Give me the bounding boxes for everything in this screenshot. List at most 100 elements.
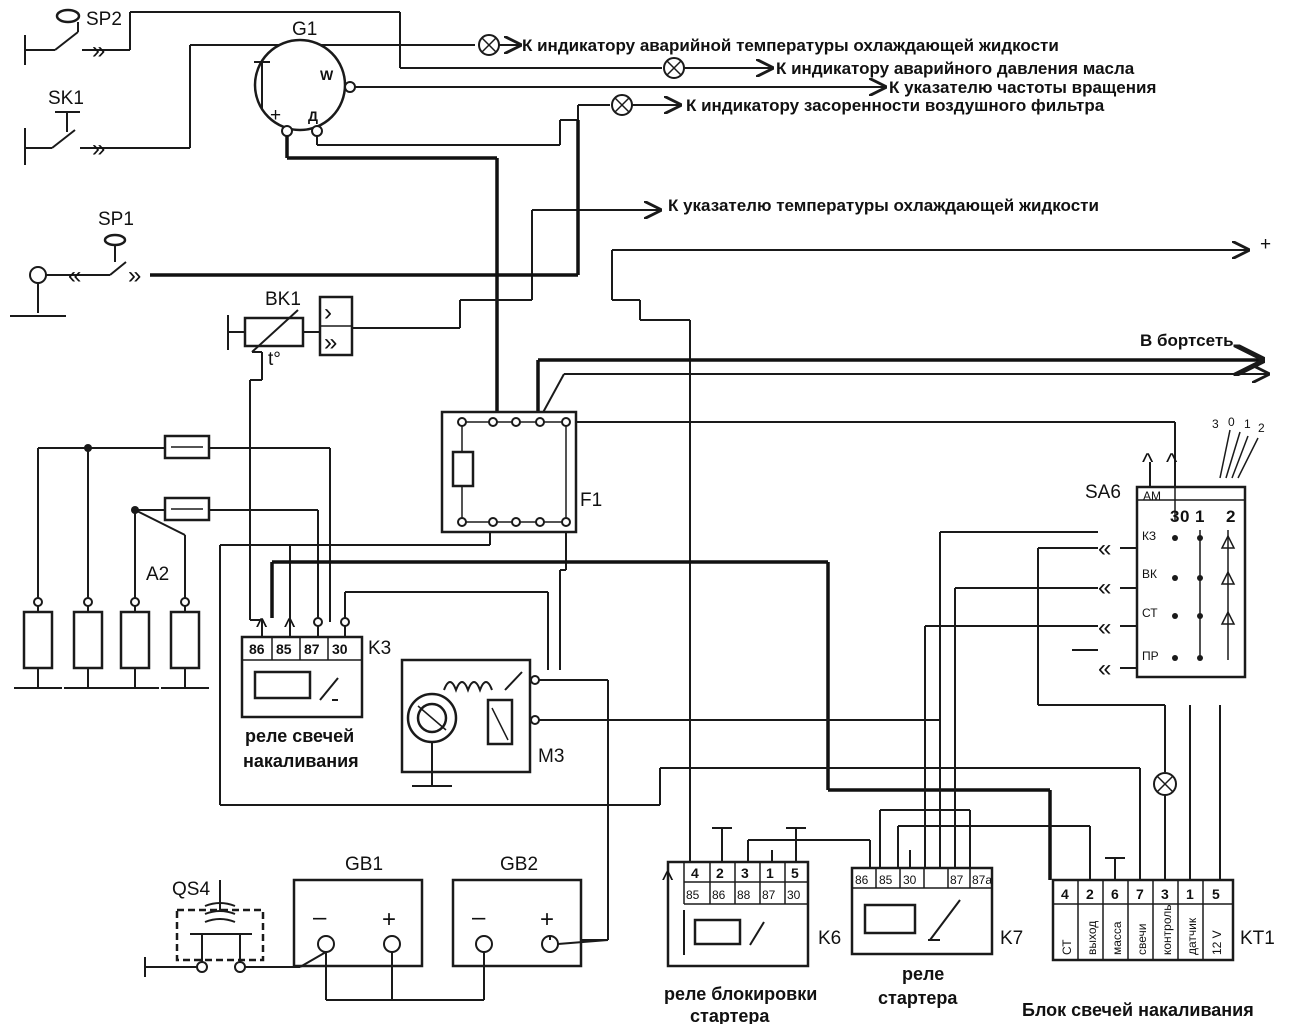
k7-caption-2: стартера: [878, 988, 958, 1008]
k3-caption-2: накаливания: [243, 751, 359, 771]
glow-plugs-a2: A2: [14, 434, 330, 689]
g1-label: G1: [292, 19, 317, 40]
relay-k3: 86 85 87 30 K3 реле свечей накаливания: [240, 635, 391, 771]
k6-caption-1: реле блокировки: [664, 984, 817, 1004]
kt1-caption: Блок свечей накаливания: [1022, 1000, 1254, 1020]
sk1-label: SK1: [48, 88, 84, 109]
sa6-label: SA6: [1085, 482, 1121, 503]
kt1-pin: 6: [1111, 886, 1119, 902]
connector-arrow-icon: »: [92, 135, 105, 162]
k7-pin: 87: [950, 873, 964, 887]
k3-label: K3: [368, 638, 391, 659]
generator-g1: W + Д G1: [253, 19, 356, 137]
f1-label: F1: [580, 490, 602, 511]
sp2-label: SP2: [86, 9, 122, 30]
connector-arrow-icon: «: [1098, 655, 1111, 682]
k6-pin-bottom: 86: [712, 888, 726, 902]
dest-rpm: К указателю частоты вращения: [889, 78, 1156, 97]
relay-k7: 86 85 30 87 87a K7 реле стартера: [850, 866, 1023, 1008]
lamp-oil-pressure: К индикатору аварийного давления масла: [663, 57, 1135, 79]
sensor-bk1: › » t° BK1: [227, 289, 354, 370]
relay-k6: 4 2 3 1 5 85 86 88 87 30 K6 реле блокиро…: [664, 860, 841, 1024]
minus-sign: –: [313, 904, 327, 931]
sa6-key-position: 3: [1212, 417, 1219, 431]
kt1-pin-name: выход: [1085, 921, 1099, 955]
bk1-label: BK1: [265, 289, 301, 310]
k6-pin-bottom: 88: [737, 888, 751, 902]
battery-gb1: – + GB1: [292, 854, 424, 968]
k7-label: K7: [1000, 928, 1023, 949]
sensor-sp2: » SP2: [24, 8, 662, 69]
sa6-position: 0: [1180, 507, 1189, 526]
connector-arrow-icon: ›: [324, 299, 332, 326]
sa6-position: 3: [1170, 507, 1179, 526]
connector-arrow-icon: ^: [1166, 449, 1178, 476]
k7-pin: 87a: [972, 873, 992, 887]
connector-arrow-icon: »: [92, 37, 105, 64]
m3-label: M3: [538, 746, 564, 767]
dest-coolant-alarm: К индикатору аварийной температуры охлаж…: [522, 36, 1059, 55]
kt1-pin: 1: [1186, 886, 1194, 902]
sa6-key-position: 2: [1258, 421, 1265, 435]
kt1-pin-name: 12 V: [1210, 930, 1224, 955]
kt1-pin-name: контроль: [1160, 904, 1174, 955]
kt1-pin: 2: [1086, 886, 1094, 902]
sensor-sp1: « » SP1: [10, 209, 141, 317]
k3-pin: 30: [332, 641, 348, 657]
dest-board-net: В бортсеть: [1140, 331, 1234, 350]
dest-coolant-gauge: К указателю температуры охлаждающей жидк…: [668, 196, 1099, 215]
kt1-pin: 7: [1136, 886, 1144, 902]
g1-d-pin: Д: [308, 108, 318, 124]
k6-pin-bottom: 85: [686, 888, 700, 902]
k6-label: K6: [818, 928, 841, 949]
kt1-pin-name: СТ: [1060, 939, 1074, 955]
k7-pin: 86: [855, 873, 869, 887]
k6-pin-top: 1: [766, 865, 774, 881]
ignition-switch-sa6: АМ 3 0 1 2 КЗ ВК СТ ПР SA6 3 0 1 2: [1085, 415, 1265, 679]
connector-arrow-icon: ^: [1142, 449, 1154, 476]
k7-caption-1: реле: [902, 964, 944, 984]
connector-arrow-icon: »: [324, 329, 337, 356]
g1-plus-pin: +: [270, 105, 281, 126]
sa6-row: КЗ: [1142, 529, 1156, 543]
k6-pin-top: 4: [691, 865, 699, 881]
k3-caption-1: реле свечей: [245, 726, 354, 746]
rpm-line: К указателю частоты вращения: [356, 78, 1156, 97]
minus-sign: –: [472, 904, 486, 931]
connector-arrow-icon: ^: [662, 867, 674, 894]
sensor-sk1: » SK1: [24, 44, 475, 165]
kt1-pin: 5: [1212, 886, 1220, 902]
relay-coil-icon: [863, 903, 917, 935]
sa6-row: ВК: [1142, 567, 1157, 581]
glow-control-unit-kt1: 4 2 6 7 3 1 5 СТ выход масса свечи контр…: [1022, 878, 1275, 1020]
lamp-air-filter: К индикатору засоренности воздушного фил…: [578, 94, 1105, 116]
sa6-row: ПР: [1142, 649, 1159, 663]
kt1-label: KT1: [1240, 928, 1275, 949]
plus-sign: +: [382, 906, 396, 933]
dest-air-filter: К индикатору засоренности воздушного фил…: [686, 96, 1105, 115]
gb1-label: GB1: [345, 854, 383, 875]
bk1-temp-label: t°: [268, 349, 281, 370]
lamp-coolant-alarm: К индикатору аварийной температуры охлаж…: [478, 34, 1059, 56]
connector-arrow-icon: «: [1098, 574, 1111, 601]
k3-pin: 87: [304, 641, 320, 657]
kt1-pin: 3: [1161, 886, 1169, 902]
kt1-pin-name: свечи: [1135, 924, 1149, 955]
connector-arrow-icon: «: [1098, 535, 1111, 562]
k6-pin-top: 5: [791, 865, 799, 881]
a2-label: A2: [146, 564, 169, 585]
gb2-label: GB2: [500, 854, 538, 875]
sa6-row: СТ: [1142, 606, 1158, 620]
starter-m3: M3: [400, 658, 564, 787]
sp1-label: SP1: [98, 209, 134, 230]
k6-pin-bottom: 87: [762, 888, 776, 902]
relay-coil-icon: [253, 670, 312, 700]
dest-oil-pressure: К индикатору аварийного давления масла: [776, 59, 1135, 78]
k6-pin-top: 3: [741, 865, 749, 881]
k3-pin: 86: [249, 641, 265, 657]
kt1-pin: 4: [1061, 886, 1069, 902]
k6-pin-bottom: 30: [787, 888, 801, 902]
connector-arrow-icon: «: [1098, 614, 1111, 641]
k3-pin: 85: [276, 641, 292, 657]
